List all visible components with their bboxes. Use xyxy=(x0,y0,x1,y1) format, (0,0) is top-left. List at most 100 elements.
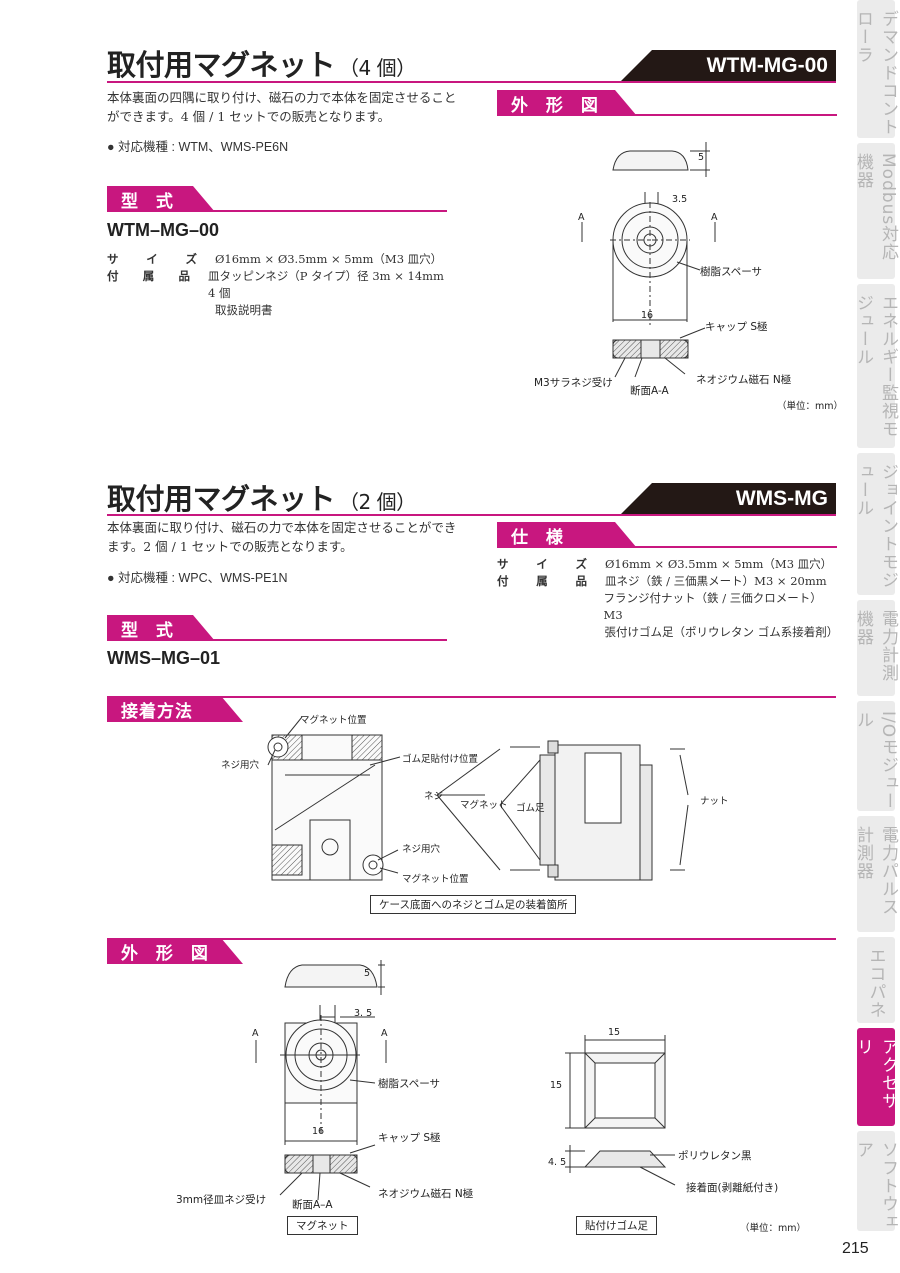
sidebar-tab-pulse-meter[interactable]: 電力パルス計測器 xyxy=(853,816,898,932)
magnet-pos-bottom: マグネット位置 xyxy=(402,874,469,885)
screw-hole-right: ネジ用穴 xyxy=(402,844,441,855)
section1-outline-rule xyxy=(497,114,837,116)
spec-value: 取扱説明書 xyxy=(215,303,273,317)
section1-title: 取付用マグネット（4 個） xyxy=(107,42,416,84)
section2-description: 本体裏面に取り付け、磁石の力で本体を固定させることができ ます。2 個 / 1 … xyxy=(107,518,467,556)
section2-spec-tag: 仕 様 xyxy=(497,522,637,548)
spec-row: サイズ Ø16mm × Ø3.5mm × 5mm（M3 皿穴） xyxy=(107,252,443,266)
section1-description: 本体裏面の四隅に取り付け、磁石の力で本体を固定させること ができます。4 個 /… xyxy=(107,88,457,126)
label-screw: M3サラネジ受け xyxy=(534,377,613,389)
label-neji: ネジ xyxy=(424,791,444,802)
sidebar-tab-io-module[interactable]: I/Oモジュール xyxy=(853,701,898,811)
section1-type-rule xyxy=(107,210,447,212)
page-number: 215 xyxy=(842,1240,869,1257)
o2-dim-16: 16 xyxy=(312,1126,325,1137)
section1-spec-list: サイズ Ø16mm × Ø3.5mm × 5mm（M3 皿穴） 付属品 皿タッピ… xyxy=(107,251,457,319)
label-section: 断面A-A xyxy=(630,385,669,397)
o2-a-left: A xyxy=(252,1028,259,1039)
sidebar-tab-joint-module[interactable]: ジョイントモジュール xyxy=(853,453,898,595)
mounting-caption: ケース底面へのネジとゴム足の装着箇所 xyxy=(370,895,577,914)
spec-row: 張付けゴム足（ポリウレタン ゴム系接着剤） xyxy=(497,624,839,641)
o2-label-poly: ポリウレタン黒 xyxy=(678,1150,752,1162)
sidebar-tab-ecopane[interactable]: エコパネ xyxy=(857,937,895,1023)
spec-value: 張付けゴム足（ポリウレタン ゴム系接着剤） xyxy=(604,625,839,639)
mounting-drawing xyxy=(267,716,689,881)
section2-model-code: WMS-MG xyxy=(620,483,836,515)
magnet-drawing-1 xyxy=(581,142,716,378)
spec-row: フランジ付ナット（鉄 / 三価クロメート）M3 xyxy=(497,590,837,624)
section1-compat: ● 対応機種 : WTM、WMS-PE6N xyxy=(107,140,289,154)
magnet-pos-top: マグネット位置 xyxy=(300,715,367,726)
section2-title: 取付用マグネット（2 個） xyxy=(107,476,416,518)
sidebar-tab-energy-monitor[interactable]: エネルギー監視モジュール xyxy=(853,284,898,448)
label-spacer: 樹脂スペーサ xyxy=(700,266,763,278)
o2-dim-4-5: 4. 5 xyxy=(548,1157,567,1168)
unit-label-1: （単位：mm） xyxy=(777,401,844,412)
section2-compat: ● 対応機種 : WPC、WMS-PE1N xyxy=(107,571,288,585)
dim-3-5: 3.5 xyxy=(672,194,688,205)
screw-hole-left: ネジ用穴 xyxy=(221,760,260,771)
o2-label-section: 断面A–A xyxy=(292,1199,333,1211)
section-a-right: A xyxy=(711,212,718,223)
sidebar-tab-power-meter[interactable]: 電力計測機器 xyxy=(853,600,898,696)
section1-outline-tag: 外 形 図 xyxy=(497,90,637,116)
section1-desc-line1: 本体裏面の四隅に取り付け、磁石の力で本体を固定させること xyxy=(107,90,457,105)
spec-row: サイズ Ø16mm × Ø3.5mm × 5mm（M3 皿穴） xyxy=(497,557,833,571)
mounting-tag: 接着方法 xyxy=(107,696,243,722)
sidebar-tab-modbus[interactable]: Modbus対応機器 xyxy=(853,143,898,279)
section2-spec-rule xyxy=(497,546,837,548)
spec-value: フランジ付ナット（鉄 / 三価クロメート）M3 xyxy=(603,591,822,622)
outline2-drawing xyxy=(255,960,676,1201)
outline2-rule xyxy=(107,938,836,940)
dim-16: 16 xyxy=(641,310,654,321)
unit-label-2: （単位：mm） xyxy=(740,1223,807,1234)
spec-row: 付属品 皿ネジ（鉄 / 三価黒メート）M3 × 20mm xyxy=(497,574,827,588)
spec-row: 付属品 皿タッピンネジ（P タイプ）径 3m × 14mm 4 個 xyxy=(107,269,456,300)
section2-type-tag: 型 式 xyxy=(107,615,215,641)
o2-a-right: A xyxy=(381,1028,388,1039)
o2-dim-15-side: 15 xyxy=(550,1080,563,1091)
o2-label-cap: キャップ S極 xyxy=(378,1132,441,1144)
outline2-tag: 外 形 図 xyxy=(107,938,243,964)
rubber-pos: ゴム足貼付け位置 xyxy=(402,754,479,765)
dim-5: 5 xyxy=(698,152,705,163)
section2-type-rule xyxy=(107,639,447,641)
label-magnet-mount: マグネット xyxy=(460,800,508,811)
o2-label-screw: 3mm径皿ネジ受け xyxy=(176,1194,267,1206)
spec-value: 皿タッピンネジ（P タイプ）径 3m × 14mm 4 個 xyxy=(208,269,456,300)
spec-row: 取扱説明書 xyxy=(107,302,457,319)
o2-label-spacer: 樹脂スペーサ xyxy=(378,1078,441,1090)
section2-rule xyxy=(107,514,836,516)
spec-value: Ø16mm × Ø3.5mm × 5mm（M3 皿穴） xyxy=(605,557,833,571)
mounting-rule xyxy=(107,696,836,698)
label-magnet: ネオジウム磁石 N極 xyxy=(696,374,792,386)
section2-desc-line2: ます。2 個 / 1 セットでの販売となります。 xyxy=(107,539,353,554)
sidebar-tab-accessory[interactable]: アクセサリ xyxy=(853,1028,898,1126)
label-cap: キャップ S極 xyxy=(705,321,768,333)
o2-dim-15-top: 15 xyxy=(608,1027,621,1038)
section-a-left: A xyxy=(578,212,585,223)
o2-label-adhesive: 接着面(剥離紙付き) xyxy=(686,1182,779,1194)
section1-count: （4 個） xyxy=(339,56,416,80)
section2-spec-list: サイズ Ø16mm × Ø3.5mm × 5mm（M3 皿穴） 付属品 皿ネジ（… xyxy=(497,556,839,641)
spec-value: Ø16mm × Ø3.5mm × 5mm（M3 皿穴） xyxy=(215,252,443,266)
section2-desc-line1: 本体裏面に取り付け、磁石の力で本体を固定させることができ xyxy=(107,520,457,535)
o2-dim-3-5: 3. 5 xyxy=(354,1008,373,1019)
section1-desc-line2: ができます。4 個 / 1 セットでの販売となります。 xyxy=(107,109,391,124)
section2-count: （2 個） xyxy=(339,490,416,514)
sidebar-tab-demand-controller[interactable]: デマンドコントローラ xyxy=(853,0,898,138)
o2-magnet-caption: マグネット xyxy=(287,1216,358,1235)
section2-model-name: WMS–MG–01 xyxy=(107,648,221,668)
spec-value: 皿ネジ（鉄 / 三価黒メート）M3 × 20mm xyxy=(605,574,827,588)
o2-foot-caption: 貼付けゴム足 xyxy=(576,1216,657,1235)
label-rubber: ゴム足 xyxy=(516,803,545,814)
o2-label-magnet: ネオジウム磁石 N極 xyxy=(378,1188,474,1200)
sidebar-tab-software[interactable]: ソフトウェア xyxy=(853,1131,898,1231)
section1-type-tag: 型 式 xyxy=(107,186,215,212)
section1-rule xyxy=(107,81,836,83)
section2-title-text: 取付用マグネット xyxy=(107,482,336,516)
o2-dim-5: 5 xyxy=(364,968,371,979)
section1-model-name: WTM–MG–00 xyxy=(107,220,220,240)
section1-title-text: 取付用マグネット xyxy=(107,48,336,82)
section1-model-code: WTM-MG-00 xyxy=(620,50,836,82)
